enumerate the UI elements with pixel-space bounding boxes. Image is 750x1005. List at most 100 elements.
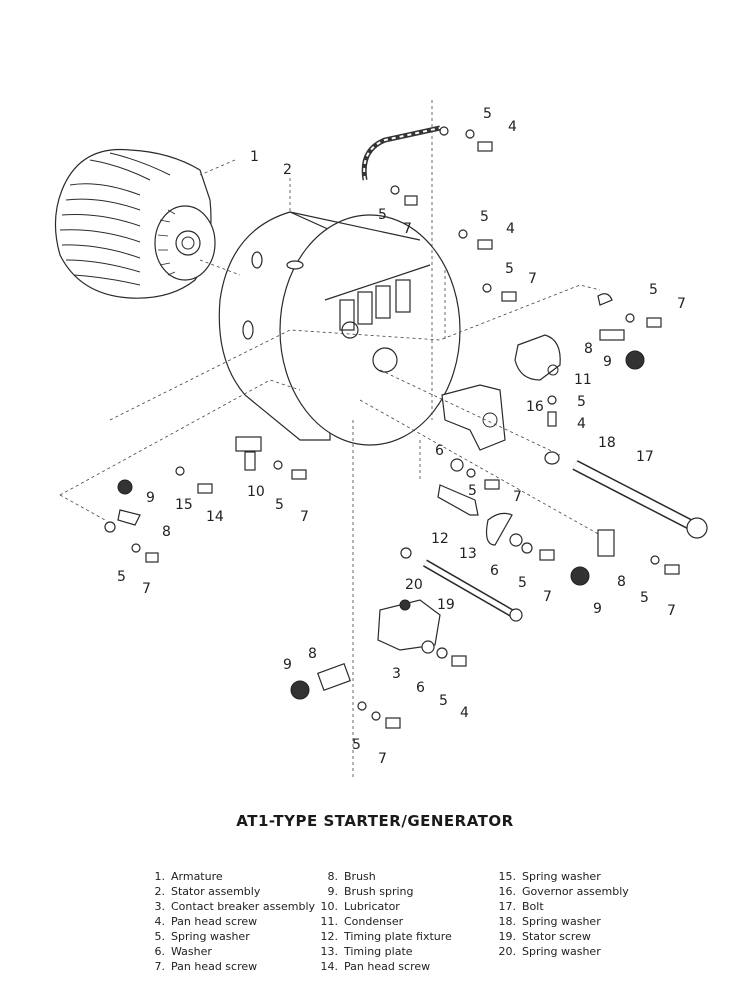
legend-number: 11. — [320, 915, 339, 928]
legend-item: 19.Stator screw — [494, 929, 629, 944]
callout-top-lead-screw: 4 — [508, 119, 517, 135]
legend-number: 2. — [154, 885, 166, 898]
legend-item: 1. Armature — [143, 869, 315, 884]
legend-item: 8.Brush — [316, 869, 452, 884]
legend-number: 13. — [320, 945, 339, 958]
callout-mid-washer-b: 5 — [505, 261, 514, 277]
legend-item: 3. Contact breaker assembly — [143, 899, 316, 914]
legend-column-1: 1. Armature 2. Stator assembly 3. Contact b… — [143, 869, 316, 974]
legend-item: 10.Lubricator — [316, 899, 452, 914]
legend-item: 5.Spring washer — [143, 929, 315, 944]
legend-label: Timing plate — [344, 945, 413, 958]
callout-bolt: 17 — [636, 449, 654, 465]
callout-tp-spring: 5 — [468, 483, 477, 499]
legend-number: 17. — [498, 900, 517, 913]
legend-number: 15. — [498, 870, 517, 883]
callout-mid-screw-b: 7 — [528, 271, 537, 287]
legend-column-3: 15.Spring washer 16.Governor assembly 17… — [494, 869, 629, 959]
legend-number: 4. — [154, 915, 166, 928]
callout-bolt-washer: 18 — [598, 435, 616, 451]
callout-stator: 2 — [283, 162, 292, 178]
legend-label: Spring washer — [522, 945, 601, 958]
callout-left-brush: 8 — [162, 524, 171, 540]
diagram-title: AT1-TYPE STARTER/GENERATOR — [236, 812, 514, 830]
legend-item: 15.Spring washer — [494, 869, 629, 884]
legend-item: 11. Condenser — [316, 914, 452, 929]
legend-number: 12. — [320, 930, 339, 943]
legend-label: Spring washer — [522, 915, 601, 928]
leader-lines — [59, 100, 601, 780]
callout-timing-plate: 13 — [459, 546, 477, 562]
legend-item: 9. Brush spring — [316, 884, 452, 899]
legend-label: Pan head screw — [171, 915, 258, 928]
callout-cb-spring-washer: 5 — [439, 693, 448, 709]
callout-mid-screw-a: 4 — [506, 221, 515, 237]
legend-label: Governor assembly — [522, 885, 629, 898]
legend-number: 7. — [154, 960, 166, 973]
callout-bottom-screw: 7 — [378, 751, 387, 767]
callout-washer-15: 15 — [175, 497, 193, 513]
legend-label: Washer — [171, 945, 212, 958]
legend-item: 4. Pan head screw — [143, 914, 315, 929]
callout-lr-spring: 9 — [593, 601, 602, 617]
callout-lubricator: 10 — [247, 484, 265, 500]
callout-top-lead-washer: 5 — [483, 106, 492, 122]
legend-item: 2. Stator assembly — [143, 884, 315, 899]
callout-governor: 16 — [526, 399, 544, 415]
legend-item: 6. Washer — [143, 944, 315, 959]
legend-number: 1. — [154, 870, 166, 883]
legend-number: 6. — [154, 945, 166, 958]
legend-number: 3. — [154, 900, 166, 913]
callout-tp2-spring: 5 — [518, 575, 527, 591]
callout-right-screw: 7 — [677, 296, 686, 312]
legend-label: Condenser — [344, 915, 404, 928]
legend-label: Contact breaker assembly — [171, 900, 316, 913]
callout-mid-washer-a: 5 — [480, 209, 489, 225]
callout-lub-screw: 7 — [300, 509, 309, 525]
legend-label: Timing plate fixture — [344, 930, 452, 943]
callout-lead-left-screw: 7 — [403, 221, 412, 237]
callout-cb-brush: 8 — [308, 646, 317, 662]
legend-number: 16. — [498, 885, 517, 898]
legend-label: Stator assembly — [171, 885, 261, 898]
legend-item: 17. Bolt — [494, 899, 629, 914]
legend-item: 16. Governor assembly — [494, 884, 629, 899]
legend-item: 20.Spring washer — [494, 944, 629, 959]
callout-left-washer: 5 — [117, 569, 126, 585]
callout-lr-screw: 7 — [667, 603, 676, 619]
legend-label: Bolt — [522, 900, 544, 913]
callout-condenser: 11 — [574, 372, 592, 388]
exploded-diagram — [54, 100, 708, 780]
callout-tp-washer: 6 — [435, 443, 444, 459]
legend-number: 14. — [320, 960, 339, 973]
callout-cb-screw: 4 — [460, 705, 469, 721]
callout-right-brush: 8 — [584, 341, 593, 357]
callout-lr-washer: 5 — [640, 590, 649, 606]
legend-label: Stator screw — [522, 930, 591, 943]
callout-stator-washer: 20 — [405, 577, 423, 593]
callout-gov-screw: 4 — [577, 416, 586, 432]
legend-item: 13. Timing plate — [316, 944, 452, 959]
callout-screw-14: 14 — [206, 509, 224, 525]
callout-right-washer: 5 — [649, 282, 658, 298]
legend-item: 18. Spring washer — [494, 914, 629, 929]
callout-gov-washer: 5 — [577, 394, 586, 410]
armature-drawing — [54, 148, 216, 299]
callout-lead-left-washer: 5 — [378, 207, 387, 223]
callout-right-spring: 9 — [603, 354, 612, 370]
callout-lr-brush: 8 — [617, 574, 626, 590]
legend-number: 18. — [498, 915, 517, 928]
stator-drawing — [218, 211, 461, 446]
legend-label: Armature — [171, 870, 223, 883]
callout-tp2-washer: 6 — [490, 563, 499, 579]
lead-wire-drawing — [361, 125, 493, 206]
legend-label: Brush spring — [344, 885, 414, 898]
legend-number: 9. — [327, 885, 339, 898]
callout-stator-screw: 19 — [437, 597, 455, 613]
callout-left-spring: 9 — [146, 490, 155, 506]
callout-tp-screw: 7 — [513, 489, 522, 505]
legend-label: Pan head screw — [171, 960, 258, 973]
legend-item: 14.Pan head screw — [316, 959, 452, 974]
legend-number: 8. — [327, 870, 339, 883]
callout-cb-washer: 6 — [416, 680, 425, 696]
